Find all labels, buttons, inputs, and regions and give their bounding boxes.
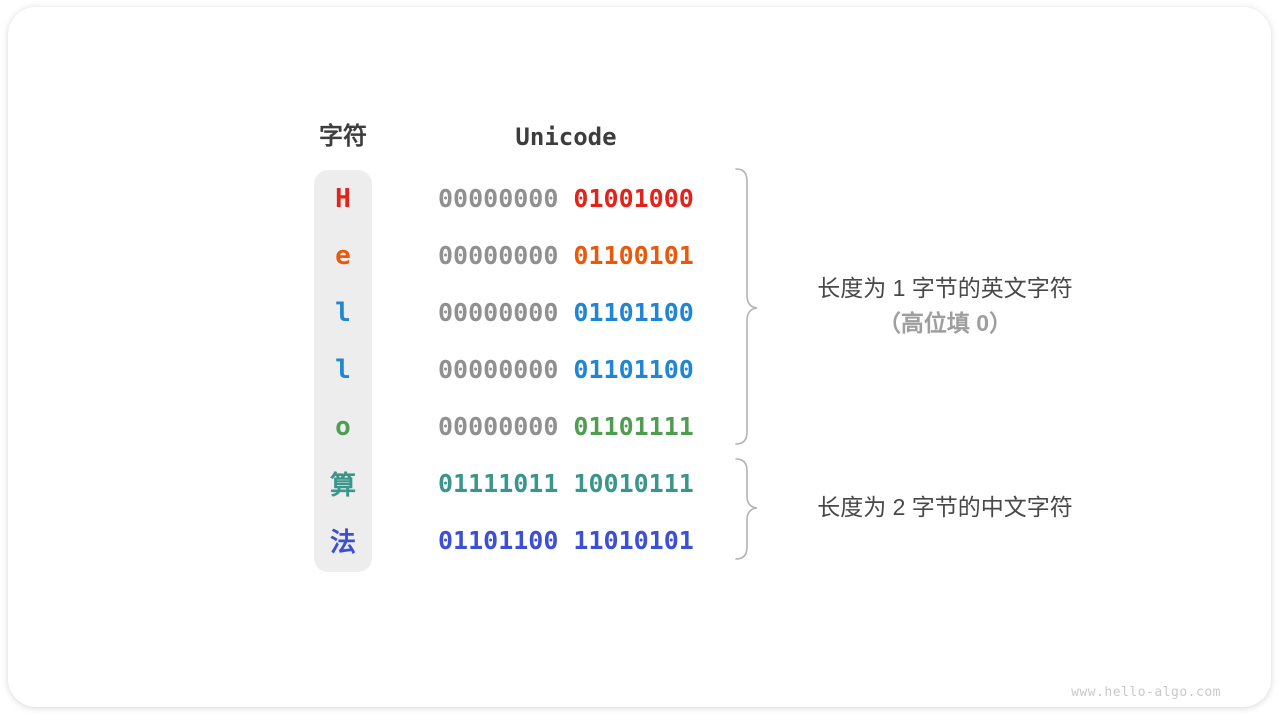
character-cell: 法 (329, 528, 356, 558)
table-row: 法 01101100 11010101 (8, 512, 908, 569)
annotation-chinese-line1: 长度为 2 字节的中文字符 (817, 494, 1073, 520)
binary-byte-low: 10010111 (573, 469, 694, 498)
unicode-binary: 00000000 01101100 (438, 284, 694, 341)
unicode-binary: 00000000 01100101 (438, 227, 694, 284)
unicode-binary: 00000000 01101111 (438, 398, 694, 455)
brace-chinese-group-icon (735, 458, 758, 560)
column-header-unicode: Unicode (515, 123, 617, 151)
binary-byte-high: 01101100 (438, 526, 559, 555)
character-cell: 算 (329, 471, 356, 501)
binary-byte-low: 11010101 (573, 526, 694, 555)
character-cell: l (335, 297, 351, 328)
column-header-character: 字符 (319, 123, 367, 150)
character-cell: l (335, 354, 351, 385)
table-row: e 00000000 01100101 (8, 227, 908, 284)
unicode-binary: 01111011 10010111 (438, 455, 694, 512)
annotation-english-line1: 长度为 1 字节的英文字符 (817, 275, 1073, 301)
annotation-chinese-group: 长度为 2 字节的中文字符 (778, 490, 1112, 525)
table-row: o 00000000 01101111 (8, 398, 908, 455)
character-cell: o (335, 411, 351, 442)
binary-byte-low: 01101100 (573, 298, 694, 327)
table-row: l 00000000 01101100 (8, 284, 908, 341)
binary-byte-high: 00000000 (438, 298, 559, 327)
table-row: 算 01111011 10010111 (8, 455, 908, 512)
binary-byte-high: 00000000 (438, 355, 559, 384)
unicode-binary: 00000000 01001000 (438, 170, 694, 227)
binary-byte-low: 01001000 (573, 184, 694, 213)
unicode-binary: 01101100 11010101 (438, 512, 694, 569)
table-row: H 00000000 01001000 (8, 170, 908, 227)
annotation-english-group: 长度为 1 字节的英文字符 （高位填 0） (778, 271, 1112, 341)
diagram-card: 字符 Unicode H 00000000 01001000 e 0000000… (8, 7, 1271, 707)
brace-english-group-icon (735, 168, 758, 445)
character-column-background (314, 170, 372, 572)
binary-byte-high: 01111011 (438, 469, 559, 498)
encoding-rows: H 00000000 01001000 e 00000000 01100101 … (8, 170, 908, 569)
unicode-binary: 00000000 01101100 (438, 341, 694, 398)
binary-byte-high: 00000000 (438, 184, 559, 213)
table-row: l 00000000 01101100 (8, 341, 908, 398)
character-cell: H (335, 183, 351, 214)
watermark-url: www.hello-algo.com (1071, 685, 1221, 700)
binary-byte-low: 01101111 (573, 412, 694, 441)
binary-byte-low: 01100101 (573, 241, 694, 270)
binary-byte-high: 00000000 (438, 412, 559, 441)
annotation-english-line2: （高位填 0） (877, 310, 1013, 336)
character-cell: e (335, 240, 351, 271)
binary-byte-high: 00000000 (438, 241, 559, 270)
binary-byte-low: 01101100 (573, 355, 694, 384)
